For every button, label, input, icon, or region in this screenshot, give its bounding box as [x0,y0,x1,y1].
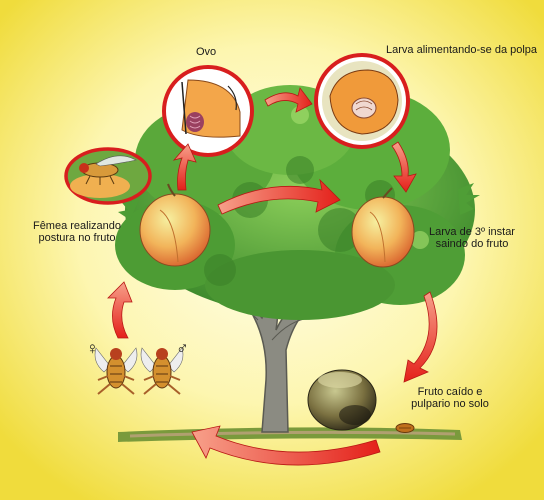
egg-label: Ovo [196,46,217,58]
fallen-fruit-label-line1: Fruto caído e [417,386,483,398]
arrow-across-tree [217,178,341,215]
larva-feeding-label: Larva alimentando-se da polpa [386,44,538,56]
arrow-larva-to-third-instar [391,141,417,193]
fallen-fruit-label-line2: pulpario no solo [411,398,489,410]
third-instar-label: Larva de 3º instar saindo do fruto [424,226,520,250]
arrow-third-instar-to-soil [403,291,438,383]
arrow-adults-to-female [107,281,133,339]
female-oviposition-label: Fêmea realizando postura no fruto [28,220,126,244]
female-oviposition-label-line1: Fêmea realizando [32,220,122,232]
peach-icon-left [139,183,211,267]
pupa-icon [395,423,415,433]
fruit-fly-icon-male [140,347,184,395]
male-symbol: ♂ [176,339,189,358]
arrow-soil-to-adults [191,425,381,466]
egg-stage-circle [162,65,254,157]
female-oviposition-label-line2: postura no fruto [38,232,116,244]
fruit-fly-icon [79,155,137,185]
third-instar-label-line2: saindo do fruto [435,238,509,250]
female-symbol: ♀ [86,339,99,358]
arrow-fruit-to-egg [172,143,197,191]
fallen-fruit-label: Fruto caído e pulpario no solo [408,386,492,410]
third-instar-label-line1: Larva de 3º instar [429,226,515,238]
fallen-fruit-icon [307,369,377,431]
fruit-fly-icon-female [94,347,138,395]
larva-feeding-stage-circle [314,53,410,149]
peach-icon-right [351,187,415,268]
arrow-egg-to-larva [264,87,313,113]
female-oviposition-oval [64,147,152,205]
